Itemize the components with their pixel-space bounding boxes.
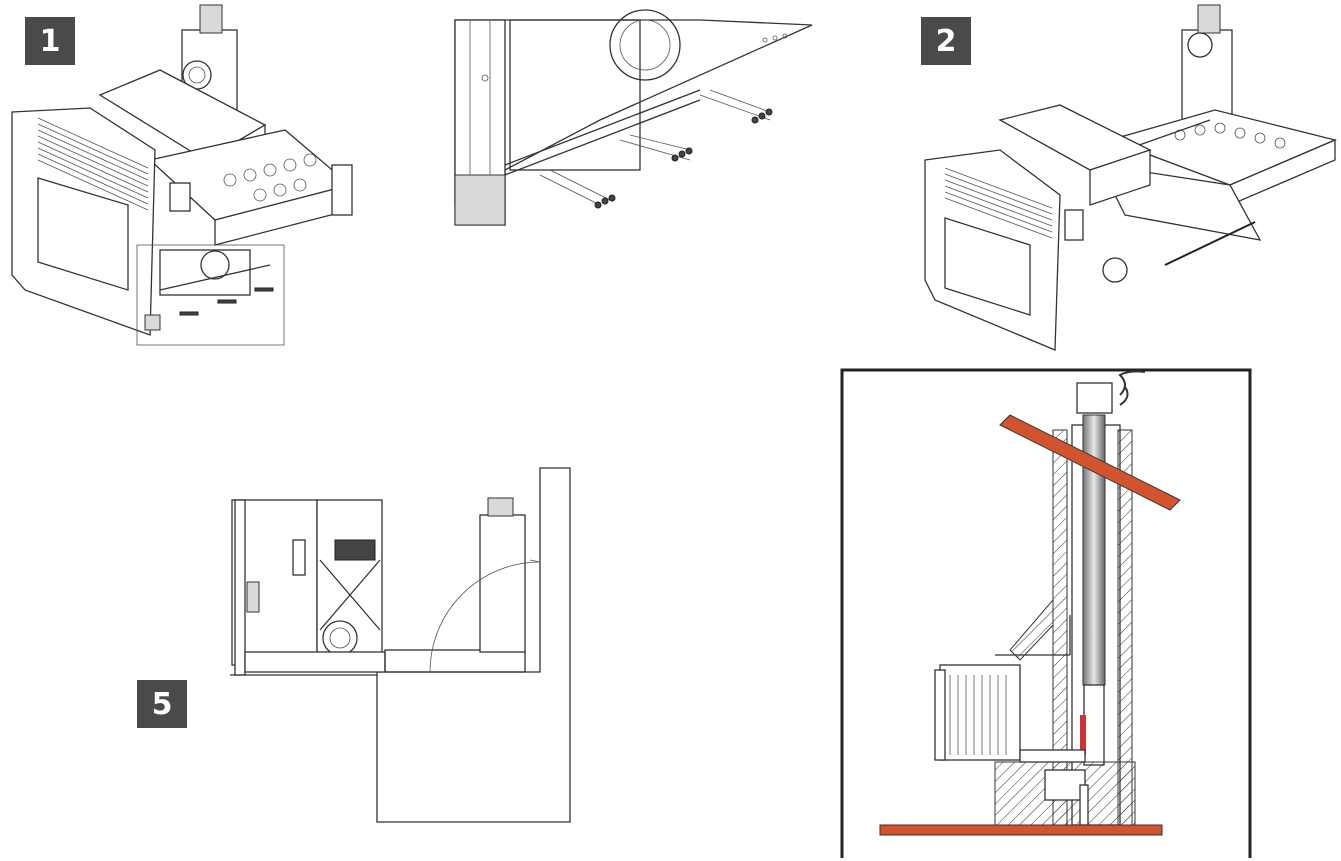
figure-stove-step-2 bbox=[924, 4, 1338, 351]
figure-rail-detail bbox=[454, 9, 813, 226]
step-badge-2: 2 bbox=[921, 17, 971, 65]
figure-stove-step-1 bbox=[11, 4, 353, 346]
figure-top-view-step-5 bbox=[230, 467, 571, 823]
step-badge-1: 1 bbox=[25, 17, 75, 65]
smoke-icon bbox=[1118, 370, 1146, 406]
step-badge-5: 5 bbox=[137, 680, 187, 728]
